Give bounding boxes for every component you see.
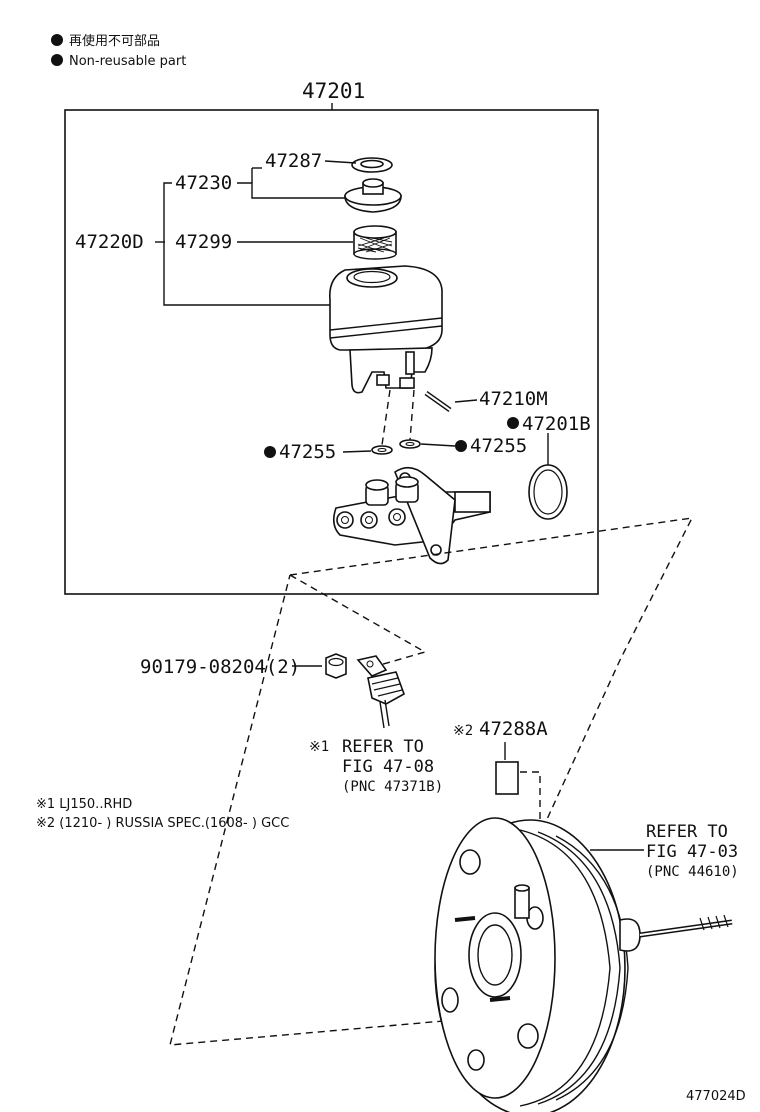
sensor-drawing bbox=[356, 655, 405, 729]
label-47201[interactable]: 47201 bbox=[302, 79, 365, 103]
install-line-booster-top bbox=[169, 517, 694, 1046]
non-reusable-mark-icon bbox=[264, 446, 276, 458]
leader-47255-right bbox=[420, 443, 456, 447]
install-line-sensor bbox=[289, 574, 427, 666]
leader-47220D-bracket bbox=[163, 182, 330, 306]
figure-id: 477024D bbox=[686, 1089, 746, 1104]
ref-47-08-line3[interactable]: (PNC 47371B) bbox=[342, 779, 443, 795]
legend-en: Non-reusable part bbox=[69, 54, 186, 69]
label-47255-left[interactable]: 47255 bbox=[279, 441, 336, 463]
ref-47-03-line2[interactable]: FIG 47-03 bbox=[646, 842, 738, 862]
legend: 再使用不可部品 Non-reusable part bbox=[51, 33, 186, 69]
plate-drawing bbox=[495, 761, 519, 795]
plate-mark: ※2 bbox=[453, 723, 473, 739]
note-1: ※1 LJ150..RHD bbox=[36, 797, 132, 812]
ref-47-08-mark: ※1 bbox=[309, 739, 329, 755]
label-47255-right[interactable]: 47255 bbox=[470, 435, 527, 457]
grommet-left-drawing bbox=[371, 445, 393, 455]
leader-47287 bbox=[324, 160, 357, 164]
label-47288A[interactable]: 47288A bbox=[479, 718, 548, 740]
master-cylinder-drawing bbox=[332, 466, 491, 565]
non-reusable-mark-icon bbox=[507, 417, 519, 429]
non-reusable-bullet-icon bbox=[51, 34, 63, 46]
label-47220D[interactable]: 47220D bbox=[75, 231, 144, 253]
strainer-drawing bbox=[353, 225, 397, 260]
non-reusable-mark-icon bbox=[455, 440, 467, 452]
label-90179-08204[interactable]: 90179-08204(2) bbox=[140, 656, 300, 678]
grommet-right-drawing bbox=[399, 439, 421, 449]
leader-47255-left bbox=[342, 450, 372, 453]
non-reusable-bullet-icon bbox=[51, 54, 63, 66]
leader-47210M bbox=[454, 399, 478, 403]
ref-47-03-line1[interactable]: REFER TO bbox=[646, 822, 728, 842]
install-line-right bbox=[409, 389, 415, 441]
legend-jp: 再使用不可部品 bbox=[69, 33, 160, 49]
assembly-box bbox=[64, 109, 599, 595]
leader-47230 bbox=[237, 182, 345, 199]
o-ring-drawing bbox=[528, 464, 568, 520]
cap-seal-drawing bbox=[351, 157, 393, 173]
reservoir-drawing bbox=[328, 265, 443, 394]
label-47287[interactable]: 47287 bbox=[265, 150, 322, 172]
ref-47-08-line1[interactable]: REFER TO bbox=[342, 737, 424, 757]
reservoir-cap-drawing bbox=[344, 178, 402, 213]
pin-drawing bbox=[424, 390, 452, 413]
note-2: ※2 (1210- ) RUSSIA SPEC.(1608- ) GCC bbox=[36, 816, 289, 831]
install-line-left bbox=[381, 389, 391, 446]
label-47210M[interactable]: 47210M bbox=[479, 388, 548, 410]
ref-47-08-line2[interactable]: FIG 47-08 bbox=[342, 757, 434, 777]
ref-47-03-line3[interactable]: (PNC 44610) bbox=[646, 864, 739, 880]
nut-drawing bbox=[325, 653, 347, 679]
label-47230[interactable]: 47230 bbox=[175, 172, 232, 194]
brake-booster-drawing bbox=[434, 817, 733, 1112]
label-47201B[interactable]: 47201B bbox=[522, 413, 591, 435]
label-47299[interactable]: 47299 bbox=[175, 231, 232, 253]
